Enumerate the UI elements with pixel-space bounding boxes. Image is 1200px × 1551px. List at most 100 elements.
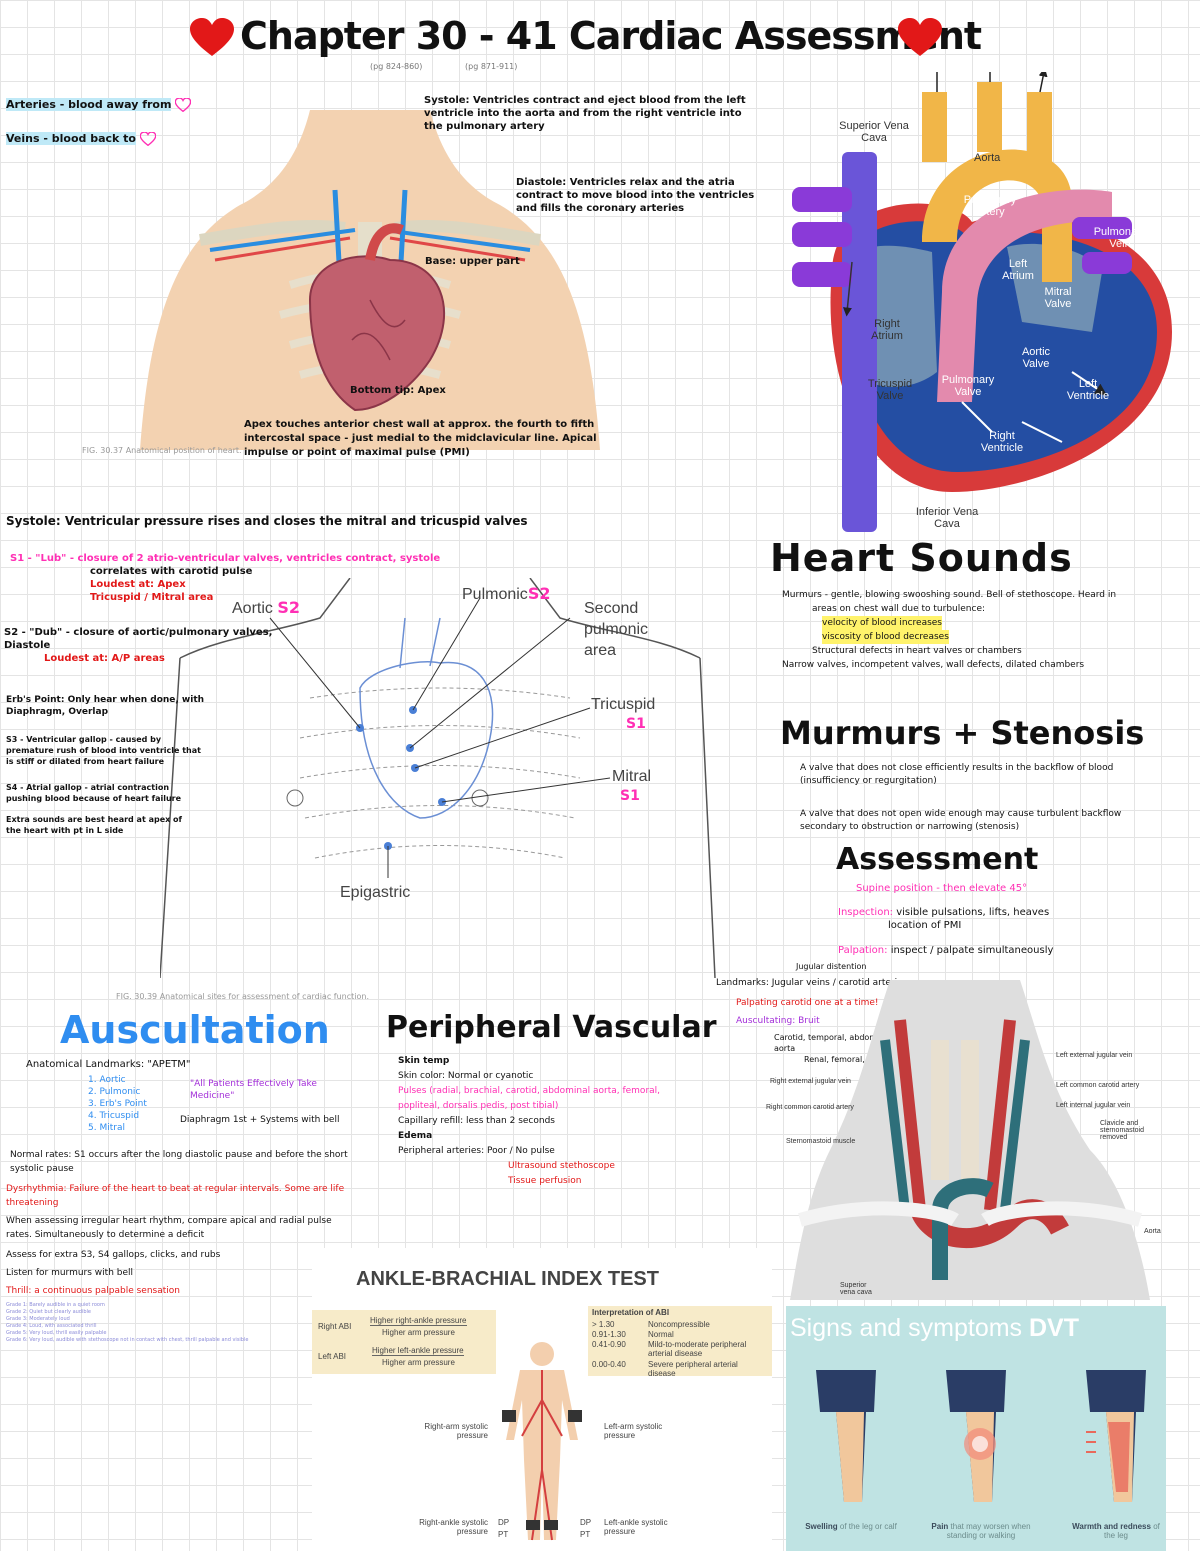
site-tricuspid-sound: S1: [626, 716, 646, 732]
chest-illustration: [140, 110, 600, 460]
capillary-refill: Capillary refill: less than 2 seconds: [398, 1116, 555, 1126]
page-title: Chapter 30 - 41 Cardiac Assessment: [240, 14, 982, 58]
edema: Edema: [398, 1131, 433, 1141]
label-left-common-carotid: Left common carotid artery: [1056, 1082, 1140, 1089]
label-pulmonary-vein: Pulmonary Vein: [1093, 226, 1147, 250]
pulses-list: Pulses (radial, brachial, carotid, abdom…: [398, 1086, 661, 1111]
heart-anatomy-diagram: Superior Vena Cava Aorta Pulmonary Arter…: [772, 72, 1200, 536]
auscultation-heading: Auscultation: [60, 1008, 330, 1052]
velocity-item: velocity of blood increases: [822, 616, 942, 630]
label-aortic-valve: Aortic Valve: [1021, 346, 1051, 370]
label-pulmonary-valve: Pulmonary Valve: [941, 374, 995, 398]
page-ref: (pg 871-911): [465, 62, 518, 71]
label-left-external-jugular: Left external jugular vein: [1056, 1052, 1133, 1059]
murmurs-p1: A valve that does not close efficiently …: [800, 763, 1114, 786]
page-ref: (pg 824-860): [370, 62, 423, 71]
skin-color: Skin color: Normal or cyanotic: [398, 1071, 534, 1081]
systole-note: Systole: Ventricles contract and eject b…: [424, 95, 746, 132]
site-pulmonic: PulmonicS2: [462, 584, 551, 603]
label-svc-neck: Superior vena cava: [840, 1282, 872, 1296]
auscultating-note: Auscultating: Bruit: [736, 1016, 820, 1026]
right-abi-label: Right ABI: [318, 1322, 352, 1331]
thrill-note: Thrill: a continuous palpable sensation: [6, 1286, 180, 1296]
label-right-ventricle: Right Ventricle: [980, 430, 1024, 454]
site-mitral: Mitral: [612, 768, 652, 785]
bruit-list: Carotid, temporal, abdominal aorta Renal…: [774, 1033, 892, 1064]
abi-test-figure: ANKLE-BRACHIAL INDEX TEST Right ABI Left…: [312, 1248, 772, 1551]
label-clavicle: Clavicle and sternomastoid removed: [1100, 1120, 1144, 1141]
abi-left-table: Right ABI Left ABI Higher right-ankle pr…: [312, 1310, 496, 1374]
murmurs-description: Murmurs - gentle, blowing swooshing soun…: [782, 588, 1200, 672]
diaphragm-note: Diaphragm 1st + Systems with bell: [180, 1115, 340, 1125]
right-ankle-label: Right-ankle systolic pressure: [419, 1518, 488, 1536]
heart-icon: [898, 18, 942, 56]
dvt-caption-warmth: Warmth and redness of the leg: [1072, 1522, 1160, 1540]
heart-outline-icon: [174, 97, 192, 113]
neck-vessels-illustration: [790, 980, 1150, 1300]
left-ankle-label: Left-ankle systolic pressure: [604, 1518, 668, 1536]
heart-icon: [190, 18, 234, 56]
label-right-external-jugular: Right external jugular vein: [770, 1078, 851, 1085]
assessment-heading: Assessment: [836, 842, 1039, 877]
s1-note: S1 - "Lub" - closure of 2 atrio-ventricu…: [10, 552, 570, 604]
jvd-note: Jugular distention: [796, 962, 867, 971]
murmur-grades-list: Grade 1: Barely audible in a quiet room …: [6, 1302, 249, 1343]
landmarks-apetm: Anatomical Landmarks: "APETM": [26, 1059, 191, 1070]
inspection-note: Inspection: visible pulsations, lifts, h…: [838, 907, 1050, 931]
dp-label: DP: [580, 1518, 592, 1527]
s1-loudest: Loudest at: Apex: [90, 579, 186, 590]
structural-defects: Structural defects in heart valves or ch…: [812, 646, 1022, 656]
dvt-caption-pain: Pain that may worsen when standing or wa…: [931, 1522, 1031, 1540]
site-second-pulmonic: Second pulmonic area: [584, 600, 649, 659]
interpretation-heading: Interpretation of ABI: [592, 1308, 670, 1317]
murmurs-p2: A valve that does not open wide enough m…: [800, 809, 1122, 832]
bottom-label: Bottom tip: Apex: [350, 385, 446, 396]
systole-line: Systole: Ventricular pressure rises and …: [6, 514, 528, 528]
skin-temp: Skin temp: [398, 1056, 450, 1066]
arteries-note: Arteries - blood away from: [6, 97, 276, 113]
palpation-note: Palpation: inspect / palpate simultaneou…: [838, 945, 1054, 956]
higher-left-ankle: Higher left-ankle pressure: [372, 1346, 464, 1356]
pt-label: PT: [580, 1530, 591, 1539]
erbs-note: Erb's Point: Only hear when done, with D…: [6, 695, 205, 717]
higher-arm-1: Higher arm pressure: [382, 1328, 455, 1337]
higher-arm-2: Higher arm pressure: [382, 1358, 455, 1367]
s1-carotid: correlates with carotid pulse: [90, 566, 253, 577]
heart-outline-icon: [139, 131, 157, 147]
site-aortic: Aortic S2: [232, 598, 301, 617]
label-tricuspid-valve: Tricuspid Valve: [867, 378, 913, 402]
dysrhythmia-note: Dysrhythmia: Failure of the heart to bea…: [6, 1184, 345, 1208]
dvt-panel: Signs and symptoms DVT Swelling of the l…: [786, 1306, 1166, 1551]
figure-caption: FIG. 30.37 Anatomical position of heart.: [82, 446, 242, 455]
heart-sounds-heading: Heart Sounds: [770, 536, 1073, 580]
peripheral-list: Skin temp Skin color: Normal or cyanotic…: [398, 1054, 698, 1189]
supine-note: Supine position - then elevate 45°: [856, 883, 1028, 894]
dvt-legs-illustration: [816, 1370, 1146, 1502]
left-arm-label: Left-arm systolic pressure: [604, 1422, 663, 1440]
s3-note: S3 - Ventricular gallop - caused by prem…: [6, 735, 201, 766]
murmurs-line-2: areas on chest wall due to turbulence:: [812, 604, 986, 614]
s2-loudest: Loudest at: A/P areas: [44, 653, 165, 664]
narrow-valves: Narrow valves, incompetent valves, wall …: [782, 660, 1085, 670]
label-superior-vena-cava: Superior Vena Cava: [839, 120, 909, 144]
palpate-note: Palpating carotid one at a time!: [736, 998, 879, 1008]
s2-text: S2 - "Dub" - closure of aortic/pulmonary…: [4, 627, 273, 651]
s1-text: S1 - "Lub" - closure of 2 atrio-ventricu…: [10, 553, 441, 564]
murmurs-stenosis-heading: Murmurs + Stenosis: [780, 714, 1145, 752]
abi-title: ANKLE-BRACHIAL INDEX TEST: [356, 1268, 659, 1290]
label-mitral-valve: Mitral Valve: [1044, 286, 1072, 310]
peripheral-vascular-heading: Peripheral Vascular: [386, 1010, 717, 1045]
pt-label: PT: [498, 1530, 509, 1539]
site-mitral-sound: S1: [620, 788, 640, 804]
label-inferior-vena-cava: Inferior Vena Cava: [915, 506, 979, 530]
label-right-atrium: Right Atrium: [871, 318, 903, 342]
label-aorta: Aorta: [974, 152, 1001, 164]
ultrasound-note: Ultrasound stethoscope: [508, 1161, 615, 1171]
peripheral-arteries: Peripheral arteries: Poor / No pulse: [398, 1146, 555, 1156]
label-left-internal-jugular: Left internal jugular vein: [1056, 1102, 1131, 1109]
base-label: Base: upper part: [425, 256, 520, 267]
higher-right-ankle: Higher right-ankle pressure: [370, 1316, 467, 1326]
apetm-list: 1. Aortic 2. Pulmonic 3. Erb's Point 4. …: [88, 1075, 147, 1133]
label-left-atrium: Left Atrium: [1002, 258, 1034, 282]
left-abi-label: Left ABI: [318, 1352, 347, 1361]
